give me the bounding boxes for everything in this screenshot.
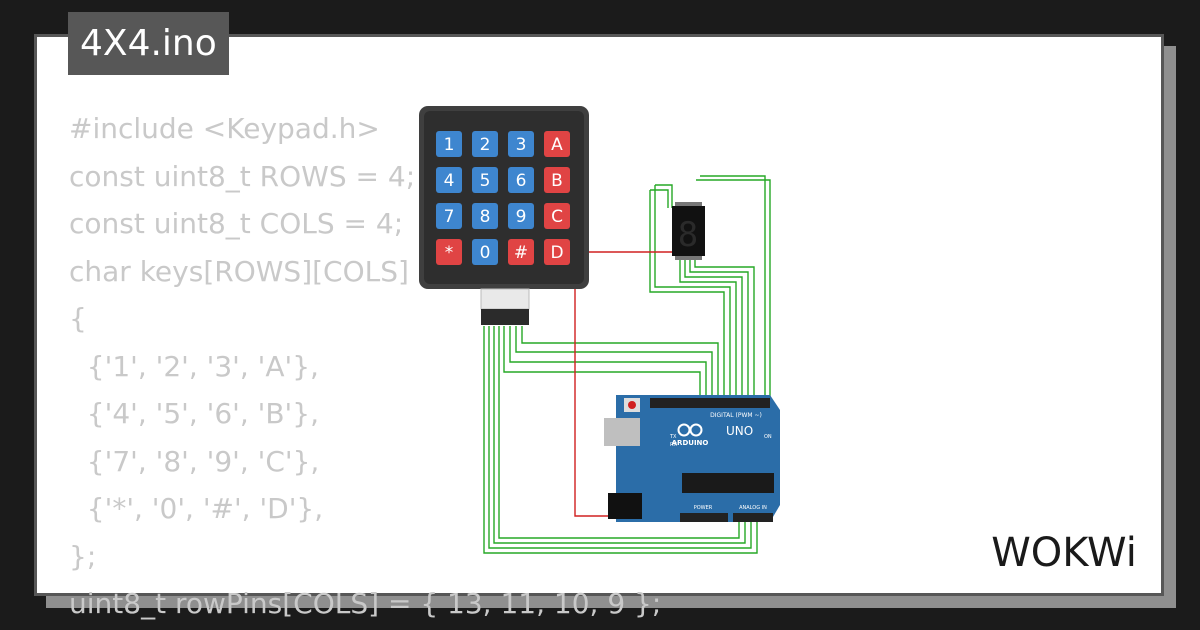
code-line: const uint8_t ROWS = 4;	[69, 159, 416, 193]
keypad-key-label: 6	[516, 171, 527, 191]
keypad-key[interactable]	[544, 167, 570, 193]
code-line: {'1', '2', '3', 'A'},	[69, 349, 319, 383]
uno-label: UNO	[726, 424, 753, 438]
code-line: #include <Keypad.h>	[69, 112, 380, 145]
digital-label: DIGITAL (PWM ~)	[710, 412, 762, 419]
code-line: {'*', '0', '#', 'D'},	[69, 492, 324, 525]
keypad-key[interactable]	[508, 239, 534, 265]
code-line: {'4', '5', '6', 'B'},	[69, 397, 319, 430]
brand-text: WOKWi	[991, 530, 1137, 576]
code-line: uint8_t rowPins[COLS] = { 13, 11, 10, 9 …	[69, 587, 662, 620]
code-preview: #include <Keypad.h> const uint8_t ROWS = …	[69, 105, 661, 628]
keypad-key-label: 8	[480, 207, 491, 227]
keypad-key-label: 5	[480, 171, 491, 191]
keypad-key-label: #	[514, 243, 528, 263]
file-name-badge: 4X4.ino	[68, 12, 229, 75]
tx-label: TX	[669, 434, 677, 440]
keypad-key[interactable]	[544, 131, 570, 157]
segment-digit: 8	[678, 215, 698, 255]
keypad-key-label: 7	[444, 207, 455, 227]
rx-label: RX	[670, 442, 677, 448]
on-label: ON	[764, 434, 772, 440]
keypad-key-label: 0	[480, 243, 491, 263]
keypad-key[interactable]	[436, 239, 462, 265]
keypad-key-label: 3	[516, 135, 527, 155]
keypad-key[interactable]	[472, 131, 498, 157]
keypad-key-label: 1	[444, 135, 455, 155]
keypad-key[interactable]	[508, 131, 534, 157]
keypad-key[interactable]	[472, 167, 498, 193]
arduino-uno: DIGITAL (PWM ~) ARDUINO UNO ON TX RX POW…	[604, 395, 780, 522]
keypad-key[interactable]	[436, 131, 462, 157]
code-line: {'7', '8', '9', 'C'},	[69, 444, 320, 478]
keypad-key[interactable]	[508, 167, 534, 193]
keypad-key[interactable]	[436, 203, 462, 229]
keypad-key-label: 9	[516, 207, 527, 227]
wokwi-logo-icon: WOKWi	[991, 530, 1137, 576]
keypad-key-label: 2	[480, 135, 491, 155]
arduino-logo-text: ARDUINO	[672, 439, 709, 447]
code-line: };	[69, 539, 97, 573]
keypad-key-label: B	[551, 171, 563, 191]
keypad-key[interactable]	[436, 167, 462, 193]
seven-segment-display: 8	[672, 202, 705, 260]
keypad-key[interactable]	[472, 203, 498, 229]
code-line: {	[69, 302, 87, 335]
keypad-key-label: D	[550, 243, 563, 263]
power-jack	[608, 493, 642, 519]
power-label: POWER	[694, 505, 713, 511]
keypad-key-label: *	[445, 243, 454, 263]
analog-label: ANALOG IN	[739, 505, 767, 511]
digital-header	[650, 398, 770, 408]
preview-card: #include <Keypad.h> const uint8_t ROWS = …	[34, 34, 1164, 620]
chip	[682, 473, 774, 493]
arduino-logo-icon	[677, 423, 703, 437]
keypad-key[interactable]	[472, 239, 498, 265]
power-header	[680, 513, 728, 522]
keypad: 1 2 3 A 4 5 6 B 7 8 9 C * 0 # D	[419, 106, 589, 325]
keypad-ribbon	[480, 288, 530, 310]
keypad-key-label: C	[551, 207, 563, 227]
keypad-key[interactable]	[508, 203, 534, 229]
keypad-key[interactable]	[544, 239, 570, 265]
keypad-key[interactable]	[544, 203, 570, 229]
code-line: const uint8_t COLS = 4;	[69, 207, 404, 240]
keypad-connector	[481, 309, 529, 325]
analog-header	[733, 513, 773, 522]
usb-port	[604, 418, 640, 446]
keypad-key-label: A	[551, 135, 563, 155]
keypad-key-label: 4	[444, 171, 455, 191]
keypad-wires	[483, 175, 771, 554]
